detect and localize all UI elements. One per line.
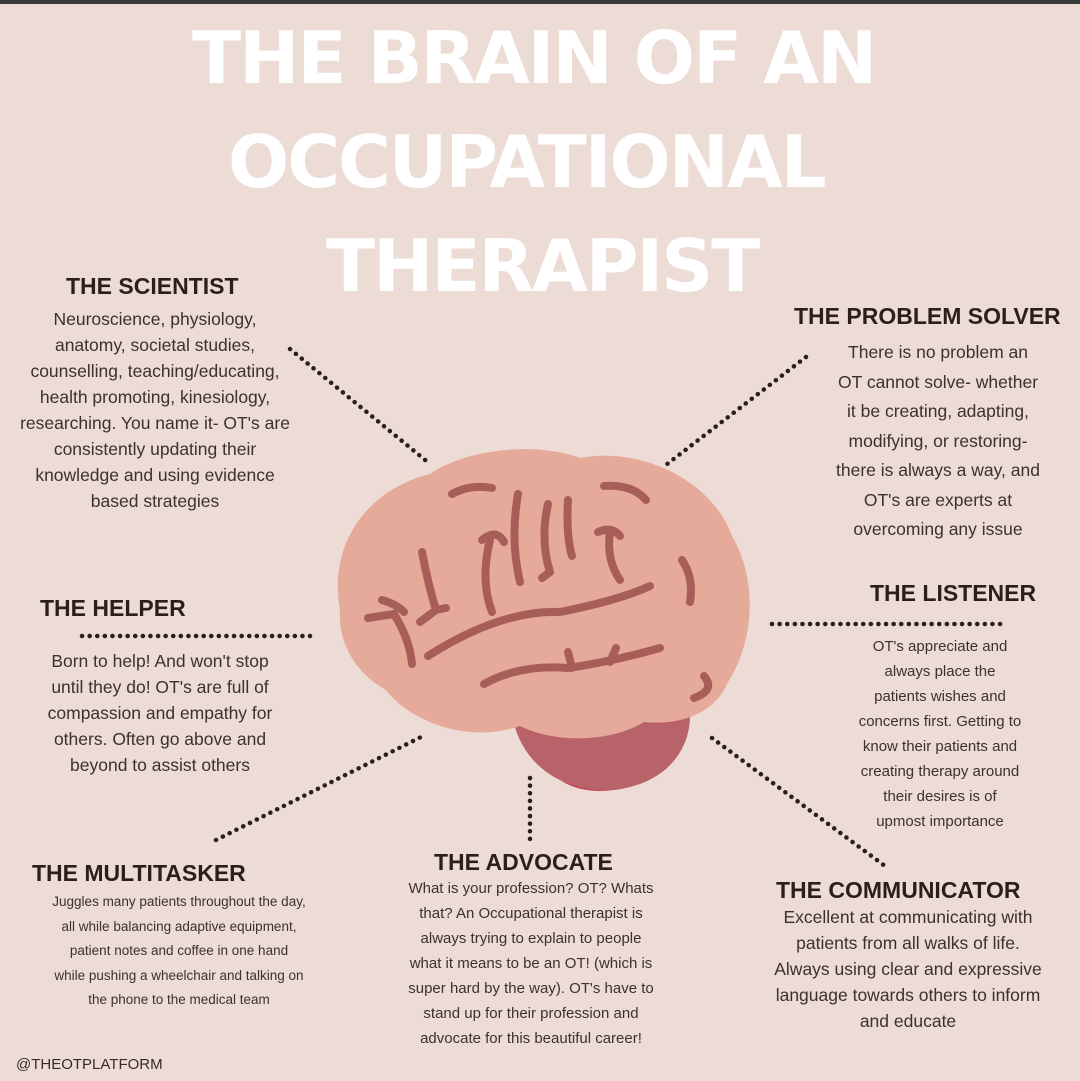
connector-multitasker — [213, 732, 428, 843]
description-scientist: Neuroscience, physiology, anatomy, socie… — [20, 309, 290, 511]
heading-advocate: THE ADVOCATE — [434, 849, 613, 875]
brain-folds — [364, 481, 713, 702]
brain-body — [337, 449, 750, 739]
title-line-2: OCCUPATIONAL — [228, 120, 827, 204]
title-line-3: THERAPIST — [326, 224, 760, 308]
description-listener: OT's appreciate and always place the pat… — [858, 638, 1022, 830]
heading-communicator: THE COMMUNICATOR — [776, 877, 1021, 903]
title-line-1: THE BRAIN OF AN — [192, 16, 877, 100]
connector-problem-solver — [659, 354, 809, 471]
description-multitasker: Juggles many patients throughout the day… — [52, 894, 306, 1007]
connector-communicator — [709, 735, 888, 869]
heading-helper: THE HELPER — [40, 595, 186, 621]
brain-icon — [337, 449, 750, 791]
description-advocate: What is your profession? OT? Whats that?… — [408, 880, 654, 1047]
connector-scientist — [287, 346, 433, 467]
heading-scientist: THE SCIENTIST — [66, 273, 239, 299]
credit-handle: @THEOTPLATFORM — [16, 1056, 163, 1073]
top-border — [0, 0, 1080, 4]
heading-problem-solver: THE PROBLEM SOLVER — [794, 303, 1061, 329]
description-problem-solver: There is no problem an OT cannot solve- … — [836, 342, 1040, 539]
description-helper: Born to help! And won't stop until they … — [47, 651, 273, 775]
heading-multitasker: THE MULTITASKER — [32, 860, 246, 886]
description-communicator: Excellent at communicating with patients… — [774, 907, 1042, 1031]
dotted-connectors — [79, 346, 1007, 869]
heading-listener: THE LISTENER — [870, 580, 1037, 606]
